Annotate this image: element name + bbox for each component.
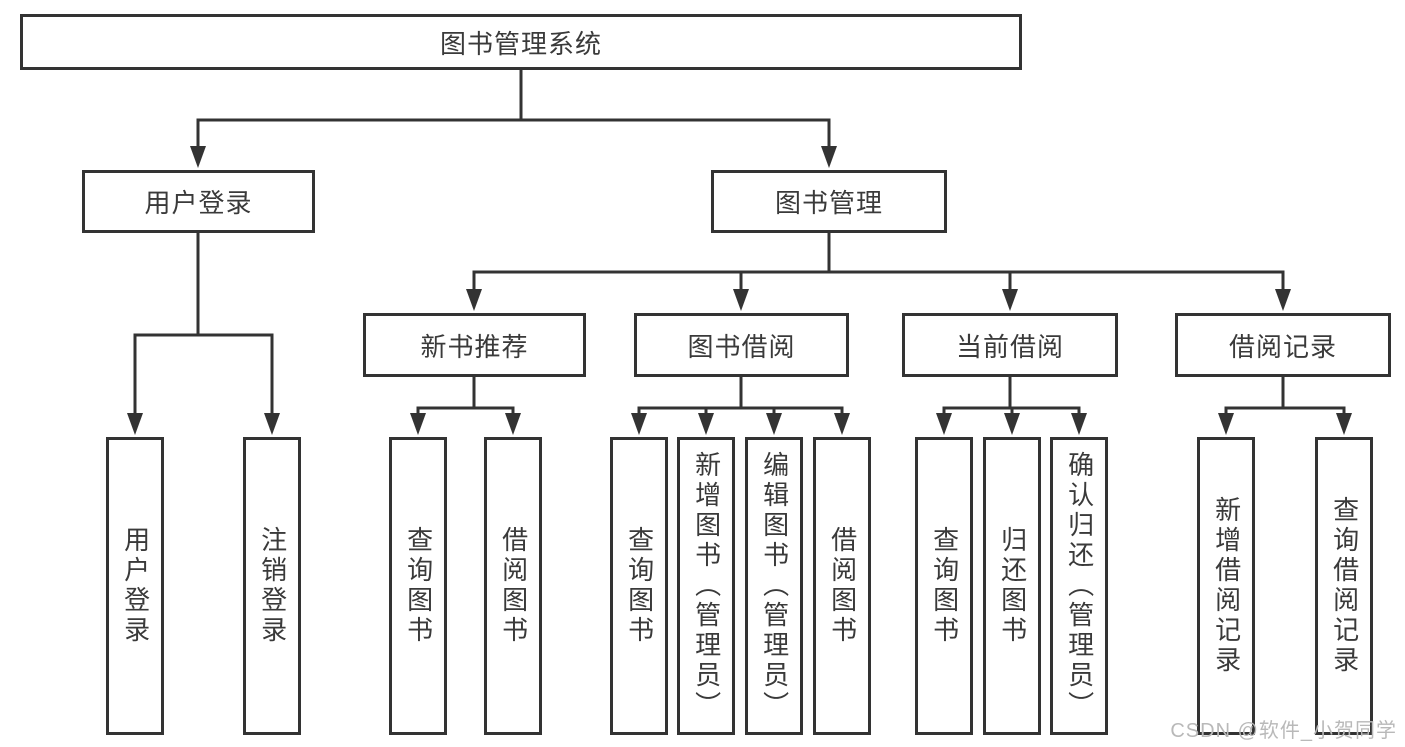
leaf-borrow-books: 借阅图书: [813, 437, 871, 735]
leaf-label: 新增借阅记录: [1211, 496, 1242, 676]
leaf-label: 查询图书: [403, 526, 434, 646]
leaf-confirm-return-admin: 确认归还（管理员）: [1050, 437, 1108, 735]
node-label: 当前借阅: [955, 331, 1064, 362]
leaf-user-login: 用户登录: [106, 437, 164, 735]
leaf-label: 用户登录: [120, 526, 151, 646]
node-label: 图书管理: [774, 188, 883, 218]
leaf-label: 确认归还（管理员）: [1064, 451, 1095, 721]
node-label: 图书管理系统: [439, 28, 602, 59]
node-label: 图书借阅: [687, 331, 796, 362]
node-label: 借阅记录: [1228, 331, 1337, 362]
leaf-add-borrow-record: 新增借阅记录: [1197, 437, 1255, 735]
csdn-watermark: CSDN @软件_小贺同学: [1170, 720, 1397, 742]
leaf-edit-book-admin: 编辑图书（管理员）: [745, 437, 803, 735]
arrowheads: [127, 146, 1352, 435]
leaf-query-borrow-record: 查询借阅记录: [1315, 437, 1373, 735]
node-book-management: 图书管理: [711, 170, 947, 233]
node-user-login: 用户登录: [82, 170, 315, 233]
leaf-query-books-borrow: 查询图书: [610, 437, 668, 735]
leaf-query-books-current: 查询图书: [915, 437, 973, 735]
node-current-borrow: 当前借阅: [902, 313, 1118, 377]
leaf-label: 注销登录: [257, 526, 288, 646]
leaf-label: 借阅图书: [498, 526, 529, 646]
leaf-label: 查询借阅记录: [1329, 496, 1360, 676]
leaf-return-books: 归还图书: [983, 437, 1041, 735]
leaf-label: 查询图书: [929, 526, 960, 646]
leaf-borrow-books-recommend: 借阅图书: [484, 437, 542, 735]
node-label: 新书推荐: [420, 331, 529, 362]
node-label: 用户登录: [144, 188, 253, 218]
leaf-logout: 注销登录: [243, 437, 301, 735]
node-library-system: 图书管理系统: [20, 14, 1022, 70]
leaf-label: 借阅图书: [827, 526, 858, 646]
leaf-label: 查询图书: [624, 526, 655, 646]
node-new-book-recommend: 新书推荐: [363, 313, 586, 377]
node-book-borrow: 图书借阅: [634, 313, 849, 377]
leaf-add-book-admin: 新增图书（管理员）: [677, 437, 735, 735]
node-borrow-records: 借阅记录: [1175, 313, 1391, 377]
leaf-label: 归还图书: [997, 526, 1028, 646]
leaf-query-books-recommend: 查询图书: [389, 437, 447, 735]
leaf-label: 新增图书（管理员）: [691, 451, 722, 721]
leaf-label: 编辑图书（管理员）: [759, 451, 790, 721]
